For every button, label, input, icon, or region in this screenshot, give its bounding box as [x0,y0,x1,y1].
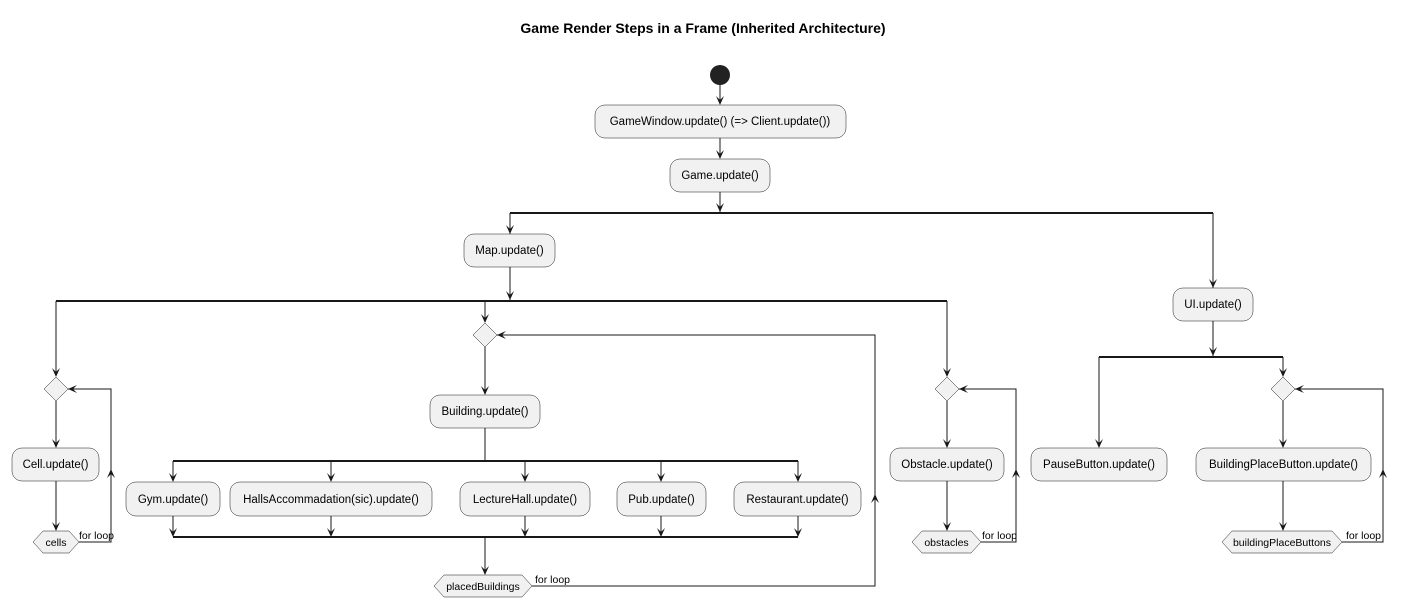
action-lecture-hall-update: LectureHall.update() [459,481,591,517]
action-ui-update: UI.update() [1172,287,1254,322]
action-halls-update: HallsAccommadation(sic).update() [229,481,433,517]
action-label: Obstacle.update() [901,459,993,471]
edges [52,85,1387,587]
loop-decision-buildings [472,322,498,348]
action-pause-button-update: PauseButton.update() [1030,447,1168,482]
loop-label: for loop [982,530,1017,542]
action-label: HallsAccommadation(sic).update() [243,494,419,506]
action-label: Restaurant.update() [746,494,848,506]
action-label: Game.update() [681,170,759,182]
loop-label: for loop [1346,530,1381,542]
action-label: Map.update() [475,245,544,257]
action-label: LectureHall.update() [473,494,577,506]
loop-collection-label: buildingPlaceButtons [1233,537,1331,549]
action-label: PauseButton.update() [1043,459,1155,471]
action-cell-update: Cell.update() [11,447,100,482]
loop-condition-building-place-buttons: buildingPlaceButtons for loop [1221,530,1381,554]
action-building-place-button-update: BuildingPlaceButton.update() [1195,447,1372,482]
action-label: GameWindow.update() (=> Client.update()) [610,116,831,128]
loop-condition-cells: cells for loop [32,530,114,554]
action-label: Building.update() [442,406,529,418]
loop-condition-placed-buildings: placedBuildings for loop [433,574,570,598]
action-obstacle-update: Obstacle.update() [889,447,1005,482]
action-label: Gym.update() [138,494,208,506]
loop-decision-cells [43,376,69,402]
loop-collection-label: placedBuildings [446,581,520,593]
loop-label: for loop [535,574,570,586]
action-gym-update: Gym.update() [125,481,221,517]
action-building-update: Building.update() [429,394,541,429]
loop-condition-obstacles: obstacles for loop [911,530,1017,554]
loop-collection-label: obstacles [924,537,968,549]
action-label: BuildingPlaceButton.update() [1209,459,1358,471]
action-label: Cell.update() [23,459,89,471]
loop-collection-label: cells [45,537,66,549]
action-restaurant-update: Restaurant.update() [733,481,862,517]
loop-label: for loop [79,530,114,542]
action-game-update: Game.update() [669,158,771,193]
start-node [710,65,730,85]
loop-decision-obstacles [934,376,960,402]
action-game-window-update: GameWindow.update() (=> Client.update()) [594,104,847,139]
action-pub-update: Pub.update() [616,481,707,517]
action-map-update: Map.update() [463,233,556,268]
diagram-title: Game Render Steps in a Frame (Inherited … [520,20,885,36]
action-label: Pub.update() [628,494,695,506]
loop-decision-building-place-buttons [1270,376,1296,402]
action-label: UI.update() [1184,299,1242,311]
